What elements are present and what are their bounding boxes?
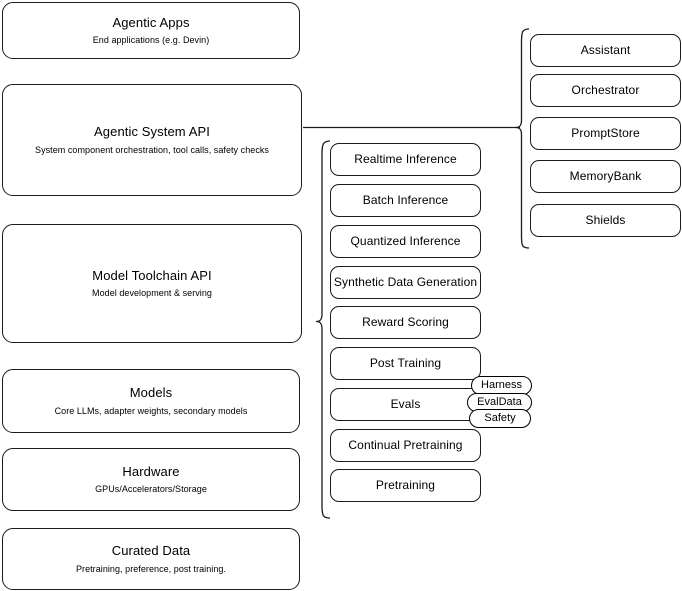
layer-subtitle: Pretraining, preference, post training. [75, 563, 227, 574]
evals-pill-label: Safety [484, 412, 516, 424]
evals-pill-safety[interactable]: Safety [469, 409, 531, 428]
component-label: Realtime Inference [354, 152, 457, 166]
component-box-post-training[interactable]: Post Training [330, 347, 481, 380]
layer-title: Curated Data [111, 543, 191, 559]
component-box-reward-scoring[interactable]: Reward Scoring [330, 306, 481, 339]
bracket-system-components [515, 28, 530, 249]
layer-subtitle: End applications (e.g. Devin) [92, 35, 210, 45]
component-label: Pretraining [375, 478, 436, 492]
component-label: PromptStore [571, 126, 640, 140]
evals-pill-label: Harness [481, 379, 522, 391]
layer-title: Hardware [122, 463, 180, 479]
component-box-batch-inference[interactable]: Batch Inference [330, 184, 481, 217]
layer-title: Agentic Apps [112, 14, 190, 30]
layer-title: Models [129, 385, 173, 401]
component-box-continual-pretraining[interactable]: Continual Pretraining [330, 429, 481, 462]
component-label: Shields [585, 213, 626, 227]
component-box-orchestrator[interactable]: Orchestrator [530, 74, 681, 107]
component-label: Assistant [580, 43, 631, 57]
component-label: MemoryBank [569, 169, 642, 183]
layer-box-hardware[interactable]: Hardware GPUs/Accelerators/Storage [2, 448, 300, 511]
layer-subtitle: GPUs/Accelerators/Storage [95, 484, 207, 494]
layer-subtitle: System component orchestration, tool cal… [35, 144, 269, 155]
layer-box-agentic-apps[interactable]: Agentic Apps End applications (e.g. Devi… [2, 2, 300, 59]
layer-title: Agentic System API [94, 124, 210, 140]
layer-subtitle: Model development & serving [92, 288, 212, 298]
component-label: Evals [390, 397, 421, 411]
component-label: Quantized Inference [350, 234, 461, 248]
component-box-promptstore[interactable]: PromptStore [530, 117, 681, 150]
layer-box-curated-data[interactable]: Curated Data Pretraining, preference, po… [2, 528, 300, 590]
layer-subtitle: Core LLMs, adapter weights, secondary mo… [54, 405, 248, 416]
component-box-shields[interactable]: Shields [530, 204, 681, 237]
component-box-synthetic-data-generation[interactable]: Synthetic Data Generation [330, 266, 481, 299]
component-label: Continual Pretraining [348, 438, 463, 452]
layer-title: Model Toolchain API [92, 267, 212, 283]
layer-box-model-toolchain-api[interactable]: Model Toolchain API Model development & … [2, 224, 302, 343]
component-box-assistant[interactable]: Assistant [530, 34, 681, 67]
evals-pill-label: EvalData [477, 396, 522, 408]
component-label: Batch Inference [362, 193, 449, 207]
bracket-toolchain-components [315, 140, 331, 519]
component-box-memorybank[interactable]: MemoryBank [530, 160, 681, 193]
component-box-quantized-inference[interactable]: Quantized Inference [330, 225, 481, 258]
component-box-evals[interactable]: Evals [330, 388, 481, 421]
component-label: Orchestrator [571, 83, 640, 97]
component-box-pretraining[interactable]: Pretraining [330, 469, 481, 502]
layer-box-agentic-system-api[interactable]: Agentic System API System component orch… [2, 84, 302, 196]
component-label: Post Training [369, 356, 442, 370]
component-box-realtime-inference[interactable]: Realtime Inference [330, 143, 481, 176]
component-label: Synthetic Data Generation [333, 275, 478, 289]
component-label: Reward Scoring [362, 315, 449, 329]
layer-box-models[interactable]: Models Core LLMs, adapter weights, secon… [2, 369, 300, 433]
